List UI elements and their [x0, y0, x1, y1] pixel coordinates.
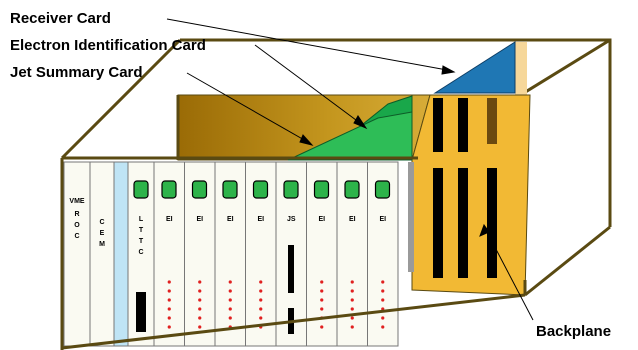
led-icon [313, 180, 330, 199]
lttc-letter: L [139, 216, 144, 223]
roc-letter: O [74, 222, 80, 229]
ei-module: EI [336, 161, 368, 347]
lttc-letter: T [139, 227, 144, 234]
indicator-dot [259, 307, 263, 311]
indicator-dot [259, 316, 263, 320]
ei-module: EI [245, 161, 277, 347]
indicator-dot [167, 316, 171, 320]
indicator-dot [320, 289, 324, 293]
roc-module [63, 161, 91, 347]
cem-letter: C [99, 219, 104, 226]
indicator-dot [228, 280, 232, 284]
js-label: JS [287, 216, 296, 223]
cem-module [89, 161, 115, 347]
lttc-letter: C [138, 249, 143, 256]
cem-letter: M [99, 241, 105, 248]
crate-frame-front [60, 156, 527, 350]
lttc-connector [136, 292, 146, 332]
indicator-dot [228, 298, 232, 302]
indicator-dot [350, 280, 354, 284]
led-icon [161, 180, 177, 199]
ei-label: EI [257, 216, 264, 223]
indicator-dot [198, 280, 202, 284]
ei-label: EI [318, 216, 325, 223]
indicator-dot [381, 325, 385, 329]
led-icon [222, 180, 238, 199]
led-icon [283, 180, 299, 199]
indicator-dot [320, 280, 324, 284]
ei-module: EI [306, 161, 338, 347]
callout-arrows [166, 18, 534, 321]
js-module: JS [275, 161, 307, 347]
ei-module: EI [214, 161, 246, 347]
roc-letter: C [74, 233, 79, 240]
indicator-dot [228, 316, 232, 320]
receiver-card [433, 41, 516, 94]
indicator-dot [198, 325, 202, 329]
indicator-dot [198, 307, 202, 311]
receiver-card-label: Receiver Card [10, 10, 111, 27]
indicator-dot [320, 298, 324, 302]
indicator-dot [167, 325, 171, 329]
led-icon [191, 180, 208, 199]
ei-module: EI [184, 161, 216, 347]
indicator-dot [381, 316, 385, 320]
ei-module: EI [153, 161, 185, 347]
roc-letter: R [74, 211, 79, 218]
indicator-dot [381, 289, 385, 293]
jet-card-label: Jet Summary Card [10, 64, 143, 81]
ei-label: EI [227, 216, 234, 223]
led-icon [374, 180, 391, 199]
indicator-dot [381, 298, 385, 302]
backplane [411, 94, 531, 296]
indicator-dot [228, 289, 232, 293]
indicator-dot [198, 289, 202, 293]
indicator-dot [350, 325, 354, 329]
indicator-dot [198, 298, 202, 302]
ei-label: EI [196, 216, 203, 223]
indicator-dot [167, 307, 171, 311]
indicator-dot [350, 298, 354, 302]
indicator-dot [381, 280, 385, 284]
indicator-dot [167, 289, 171, 293]
vme-label: VME [69, 198, 85, 205]
indicator-dot [259, 298, 263, 302]
electron-card-label: Electron Identification Card [10, 37, 206, 54]
side-panel [408, 162, 414, 272]
indicator-dot [259, 280, 263, 284]
ei-label: EI [166, 216, 173, 223]
indicator-dot [167, 298, 171, 302]
indicator-dot [259, 289, 263, 293]
lttc-letter: T [139, 238, 144, 245]
indicator-dot [167, 280, 171, 284]
indicator-dot [198, 316, 202, 320]
indicator-dot [320, 307, 324, 311]
backplane-label: Backplane [536, 323, 611, 340]
cem-letter: E [100, 230, 105, 237]
jet-summary-card [287, 111, 413, 161]
ei-label: EI [379, 216, 386, 223]
ei-label: EI [349, 216, 356, 223]
led-icon [133, 180, 149, 199]
ei-module: EI [367, 161, 399, 347]
led-icon [344, 180, 360, 199]
indicator-dot [320, 325, 324, 329]
indicator-dot [350, 316, 354, 320]
indicator-dot [228, 307, 232, 311]
indicator-dot [350, 307, 354, 311]
led-icon [252, 180, 269, 199]
cem-strip [113, 161, 129, 347]
indicator-dot [350, 289, 354, 293]
